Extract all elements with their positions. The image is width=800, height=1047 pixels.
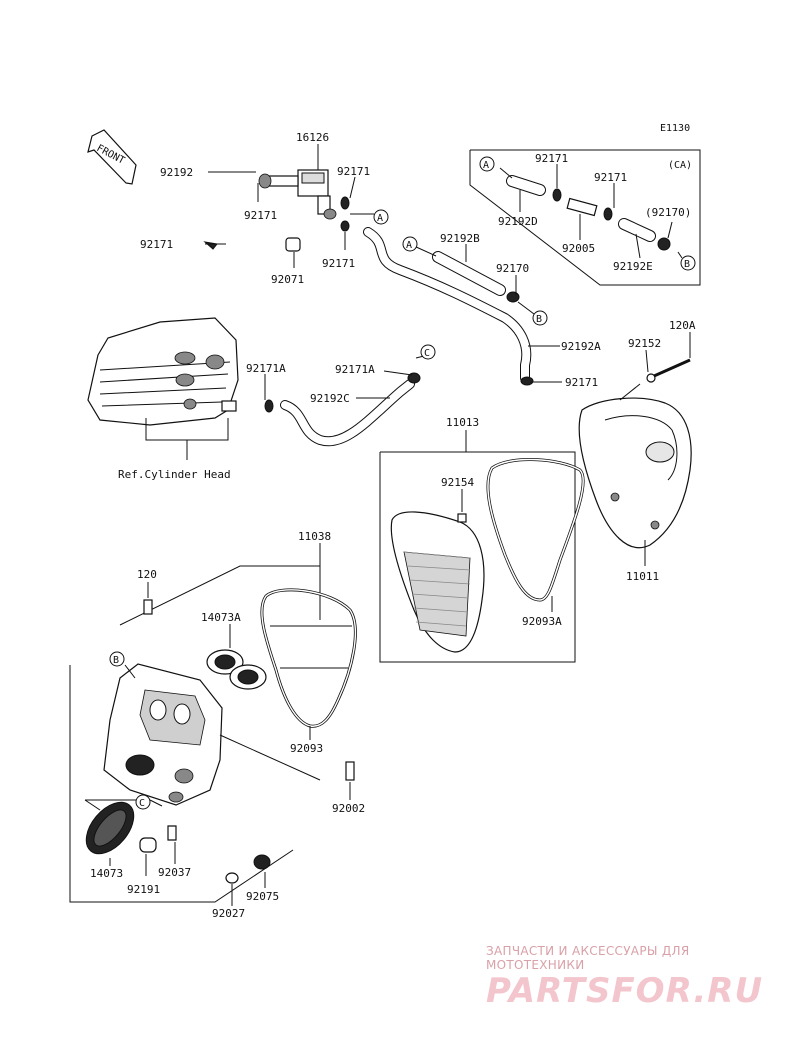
label-92171-b: 92171 — [244, 209, 277, 222]
label-ca-92170: (92170) — [645, 206, 691, 219]
connector-a-2: A — [402, 236, 418, 252]
label-92170: 92170 — [496, 262, 529, 275]
label-ca-92005: 92005 — [562, 242, 595, 255]
connector-b-2: B — [680, 255, 696, 271]
label-ref-cylinder-head: Ref.Cylinder Head — [118, 468, 231, 481]
element-kit-box — [379, 451, 585, 663]
label-ca-92171-1: 92171 — [535, 152, 568, 165]
svg-text:B: B — [536, 314, 542, 325]
connector-a-1: A — [373, 209, 389, 225]
svg-text:A: A — [406, 240, 412, 251]
label-120: 120 — [137, 568, 157, 581]
label-92192a: 92192A — [561, 340, 601, 353]
label-92192c: 92192C — [310, 392, 350, 405]
label-92093a: 92093A — [522, 615, 562, 628]
label-92171-c: 92171 — [140, 238, 173, 251]
label-92002: 92002 — [332, 802, 365, 815]
air-cleaner-cover — [578, 358, 692, 549]
svg-text:A: A — [483, 160, 489, 171]
leader-lines — [84, 144, 691, 906]
part-labels: 16126 92192 92171 92171 92171 92171 9207… — [90, 131, 696, 920]
cylinder-head-reference — [87, 317, 239, 460]
watermark-logo: PARTSFOR.RU — [486, 971, 764, 1011]
svg-text:C: C — [424, 348, 430, 359]
front-arrow-icon: FRONT — [87, 129, 137, 185]
label-14073: 14073 — [90, 867, 123, 880]
label-92027: 92027 — [212, 907, 245, 920]
label-92192: 92192 — [160, 166, 193, 179]
connector-b-1: B — [532, 310, 548, 326]
label-92192b: 92192B — [440, 232, 480, 245]
label-92191: 92191 — [127, 883, 160, 896]
label-120a: 120A — [669, 319, 696, 332]
label-92075: 92075 — [246, 890, 279, 903]
label-92171-d: 92171 — [322, 257, 355, 270]
connector-c-2: C — [135, 794, 151, 810]
connector-markers: A A A B B B C C — [109, 156, 696, 810]
base-assembly-box — [69, 565, 357, 903]
label-11011: 11011 — [626, 570, 659, 583]
label-16126: 16126 — [296, 131, 329, 144]
valve-assembly — [194, 163, 350, 252]
label-ca-92192d: 92192D — [498, 215, 538, 228]
watermark: ЗАПЧАСТИ И АКСЕССУАРЫ ДЛЯ МОТОТЕХНИКИ PA… — [486, 944, 786, 1010]
connector-c-1: C — [420, 344, 436, 360]
label-11038: 11038 — [298, 530, 331, 543]
label-92071: 92071 — [271, 273, 304, 286]
ca-variant-box: (CA) — [469, 149, 701, 286]
label-11013: 11013 — [446, 416, 479, 429]
svg-text:C: C — [139, 798, 145, 809]
watermark-tagline: ЗАПЧАСТИ И АКСЕССУАРЫ ДЛЯ МОТОТЕХНИКИ — [486, 944, 690, 972]
svg-text:B: B — [684, 259, 690, 270]
label-92093: 92093 — [290, 742, 323, 755]
label-92037: 92037 — [158, 866, 191, 879]
svg-text:A: A — [377, 213, 383, 224]
connector-a-3: A — [479, 156, 495, 172]
label-92171-a: 92171 — [337, 165, 370, 178]
label-92152: 92152 — [628, 337, 661, 350]
label-92171a-1: 92171A — [246, 362, 286, 375]
label-92171-e: 92171 — [565, 376, 598, 389]
label-14073a: 14073A — [201, 611, 241, 624]
diagram-code: E1130 — [660, 123, 690, 134]
svg-text:B: B — [113, 655, 119, 666]
label-92154: 92154 — [441, 476, 474, 489]
ca-variant-label: (CA) — [668, 160, 692, 171]
label-ca-92171-2: 92171 — [594, 171, 627, 184]
connector-b-3: B — [109, 651, 125, 667]
label-ca-92192e: 92192E — [613, 260, 653, 273]
label-92171a-2: 92171A — [335, 363, 375, 376]
